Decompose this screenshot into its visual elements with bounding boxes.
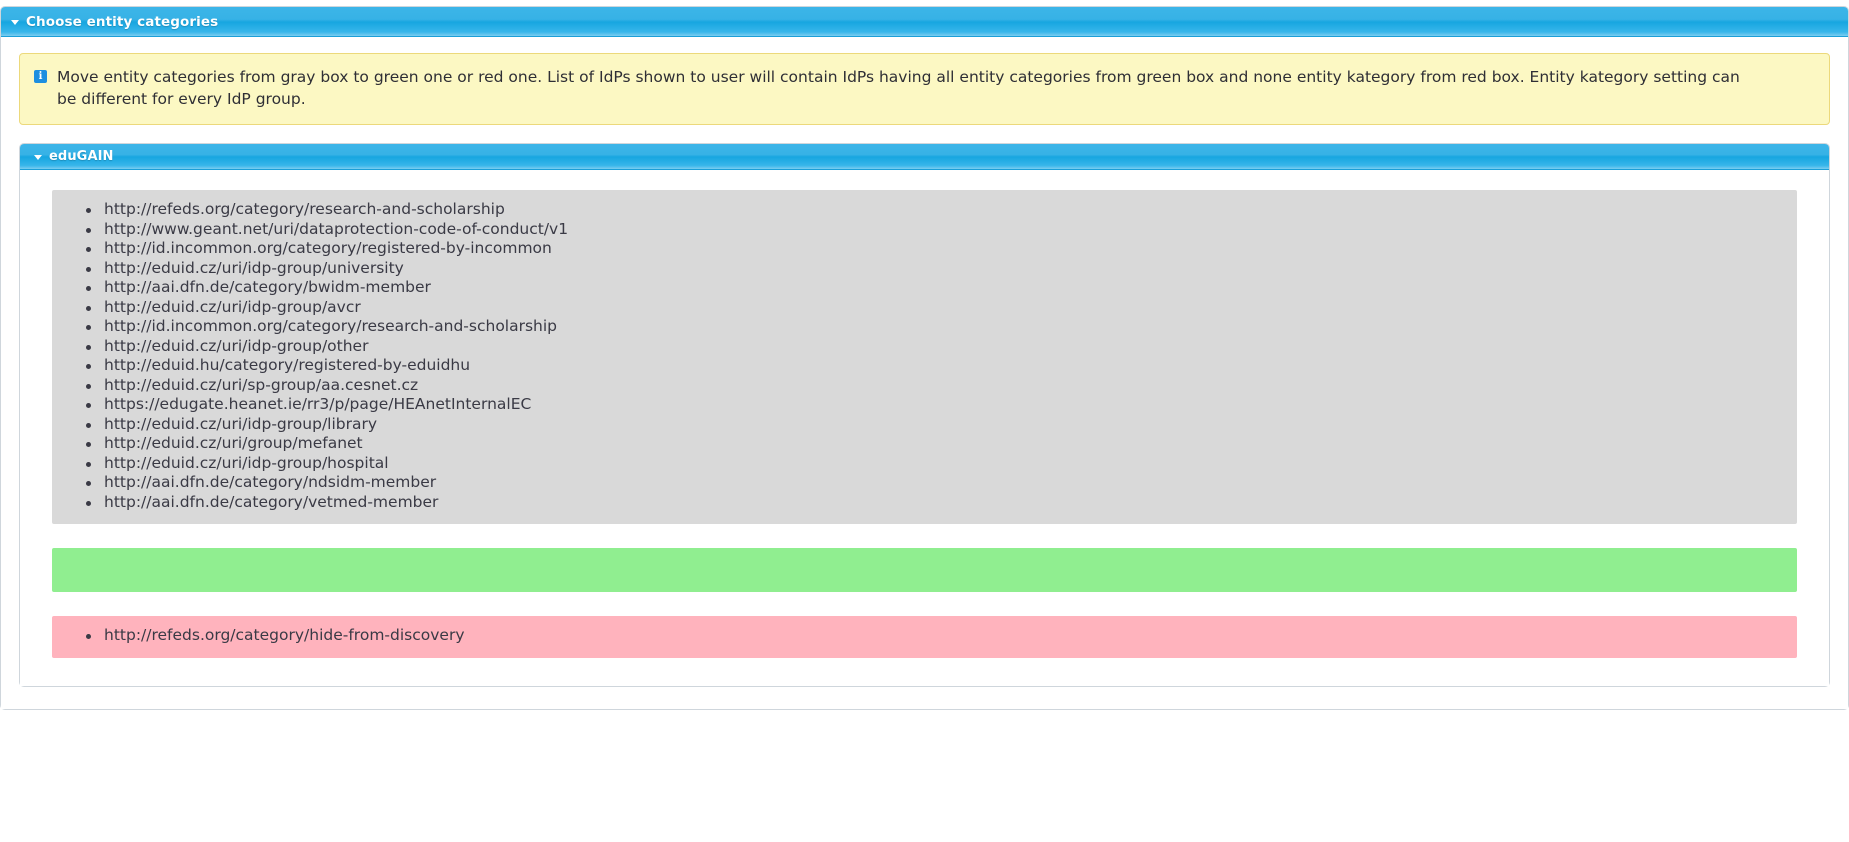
entity-category-item[interactable]: http://refeds.org/category/research-and-… xyxy=(52,200,1797,220)
green-box-dropzone[interactable] xyxy=(52,548,1797,592)
caret-down-icon[interactable] xyxy=(11,20,19,25)
idp-group-title: eduGAIN xyxy=(49,149,114,164)
red-box-dropzone[interactable]: http://refeds.org/category/hide-from-dis… xyxy=(52,616,1797,658)
info-icon: i xyxy=(34,70,47,83)
info-alert-text: Move entity categories from gray box to … xyxy=(57,68,1740,108)
entity-categories-panel-header[interactable]: Choose entity categories xyxy=(1,7,1848,37)
entity-category-item[interactable]: http://aai.dfn.de/category/ndsidm-member xyxy=(52,473,1797,493)
entity-category-item[interactable]: http://aai.dfn.de/category/vetmed-member xyxy=(52,493,1797,513)
entity-category-item[interactable]: http://eduid.cz/uri/sp-group/aa.cesnet.c… xyxy=(52,376,1797,396)
entity-category-item[interactable]: http://eduid.cz/uri/idp-group/library xyxy=(52,415,1797,435)
info-alert: i Move entity categories from gray box t… xyxy=(19,53,1830,125)
entity-category-item[interactable]: http://eduid.cz/uri/group/mefanet xyxy=(52,434,1797,454)
page-title: Choose entity categories xyxy=(26,13,219,30)
red-box-list: http://refeds.org/category/hide-from-dis… xyxy=(52,626,1797,646)
entity-category-item[interactable]: http://www.geant.net/uri/dataprotection-… xyxy=(52,220,1797,240)
entity-category-item[interactable]: http://aai.dfn.de/category/bwidm-member xyxy=(52,278,1797,298)
caret-down-icon[interactable] xyxy=(34,155,42,160)
entity-category-item[interactable]: http://refeds.org/category/hide-from-dis… xyxy=(52,626,1797,646)
idp-group-panel-edugain: eduGAIN http://refeds.org/category/resea… xyxy=(19,143,1830,687)
entity-category-item[interactable]: http://eduid.cz/uri/idp-group/avcr xyxy=(52,298,1797,318)
entity-category-item[interactable]: https://edugate.heanet.ie/rr3/p/page/HEA… xyxy=(52,395,1797,415)
idp-group-panel-body: http://refeds.org/category/research-and-… xyxy=(20,170,1829,686)
entity-category-item[interactable]: http://eduid.cz/uri/idp-group/hospital xyxy=(52,454,1797,474)
entity-category-item[interactable]: http://id.incommon.org/category/research… xyxy=(52,317,1797,337)
entity-categories-panel-body: i Move entity categories from gray box t… xyxy=(1,37,1848,709)
gray-box-dropzone[interactable]: http://refeds.org/category/research-and-… xyxy=(52,190,1797,524)
entity-category-item[interactable]: http://id.incommon.org/category/register… xyxy=(52,239,1797,259)
entity-category-item[interactable]: http://eduid.cz/uri/idp-group/university xyxy=(52,259,1797,279)
entity-category-item[interactable]: http://eduid.hu/category/registered-by-e… xyxy=(52,356,1797,376)
gray-box-list: http://refeds.org/category/research-and-… xyxy=(52,200,1797,512)
entity-category-item[interactable]: http://eduid.cz/uri/idp-group/other xyxy=(52,337,1797,357)
idp-group-panel-header[interactable]: eduGAIN xyxy=(20,144,1829,170)
entity-categories-panel: Choose entity categories i Move entity c… xyxy=(0,6,1849,710)
